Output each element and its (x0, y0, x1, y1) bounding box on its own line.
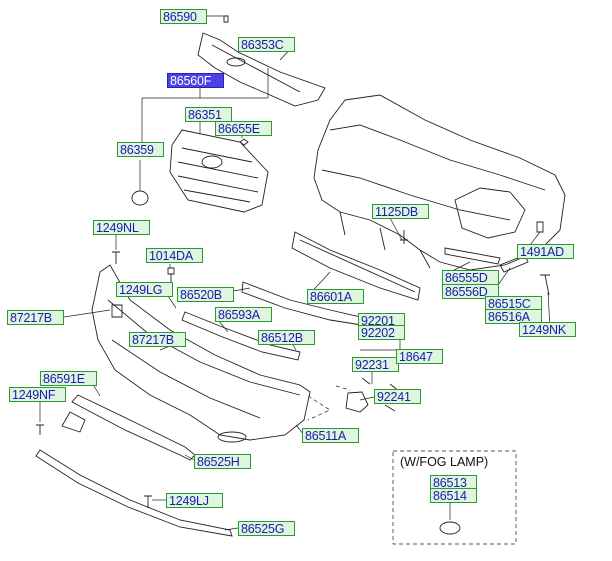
label-1249NL[interactable]: 1249NL (93, 220, 150, 235)
label-86351[interactable]: 86351 (185, 107, 232, 122)
label-86511A[interactable]: 86511A (302, 428, 359, 443)
label-86516A[interactable]: 86516A (485, 309, 542, 324)
label-86514[interactable]: 86514 (430, 488, 477, 503)
bolt-1125DB (400, 230, 408, 244)
screw-1249LJ (144, 495, 152, 508)
label-87217B-left[interactable]: 87217B (7, 310, 64, 325)
radiator-cover-panel (197, 32, 326, 107)
screw-1249NF (36, 424, 44, 435)
label-86525H[interactable]: 86525H (194, 454, 251, 469)
label-87217B-mid[interactable]: 87217B (129, 332, 186, 347)
label-1125DB[interactable]: 1125DB (372, 204, 429, 219)
bolt-1249NL (112, 251, 120, 264)
fog-lamp-note: (W/FOG LAMP) (400, 455, 489, 469)
label-86525G[interactable]: 86525G (238, 521, 295, 536)
label-86359[interactable]: 86359 (117, 142, 164, 157)
label-86593A[interactable]: 86593A (215, 307, 272, 322)
fog-lamp-cover (439, 521, 461, 535)
label-86555D[interactable]: 86555D (442, 270, 499, 285)
label-1249LJ[interactable]: 1249LJ (166, 493, 223, 508)
label-86513[interactable]: 86513 (430, 475, 477, 490)
label-92202[interactable]: 92202 (358, 325, 405, 340)
bracket-86555D (444, 247, 501, 265)
label-86520B[interactable]: 86520B (177, 287, 234, 302)
grille-emblem (131, 190, 149, 206)
fog-lamp (345, 391, 369, 413)
label-86601A[interactable]: 86601A (307, 289, 364, 304)
label-1249NF[interactable]: 1249NF (9, 387, 66, 402)
label-92231[interactable]: 92231 (352, 357, 399, 372)
label-92241[interactable]: 92241 (374, 389, 421, 404)
bumper-cover (91, 264, 311, 441)
label-1491AD[interactable]: 1491AD (517, 244, 574, 259)
molding-strip (71, 394, 196, 461)
radiator-grille (169, 129, 269, 213)
label-86560F[interactable]: 86560F (167, 73, 224, 88)
bolt-1249NK (540, 274, 550, 296)
label-86590[interactable]: 86590 (160, 9, 207, 24)
label-18647[interactable]: 18647 (396, 349, 443, 364)
side-bracket (111, 304, 123, 318)
bumper-beam (291, 231, 421, 301)
label-86353C[interactable]: 86353C (238, 37, 295, 52)
clip-86655E (239, 138, 249, 146)
label-1249LG[interactable]: 1249LG (116, 282, 173, 297)
lower-grille (181, 311, 301, 361)
lower-molding (35, 449, 233, 537)
screw-86590 (223, 15, 229, 23)
clip-1491AD (536, 221, 544, 233)
label-92201[interactable]: 92201 (358, 313, 405, 328)
label-86556D[interactable]: 86556D (442, 284, 499, 299)
label-86512B[interactable]: 86512B (258, 330, 315, 345)
label-86655E[interactable]: 86655E (215, 121, 272, 136)
label-86591E[interactable]: 86591E (40, 371, 97, 386)
bracket-86515C (499, 254, 529, 273)
label-1249NK[interactable]: 1249NK (519, 322, 576, 337)
label-1014DA[interactable]: 1014DA (146, 248, 203, 263)
